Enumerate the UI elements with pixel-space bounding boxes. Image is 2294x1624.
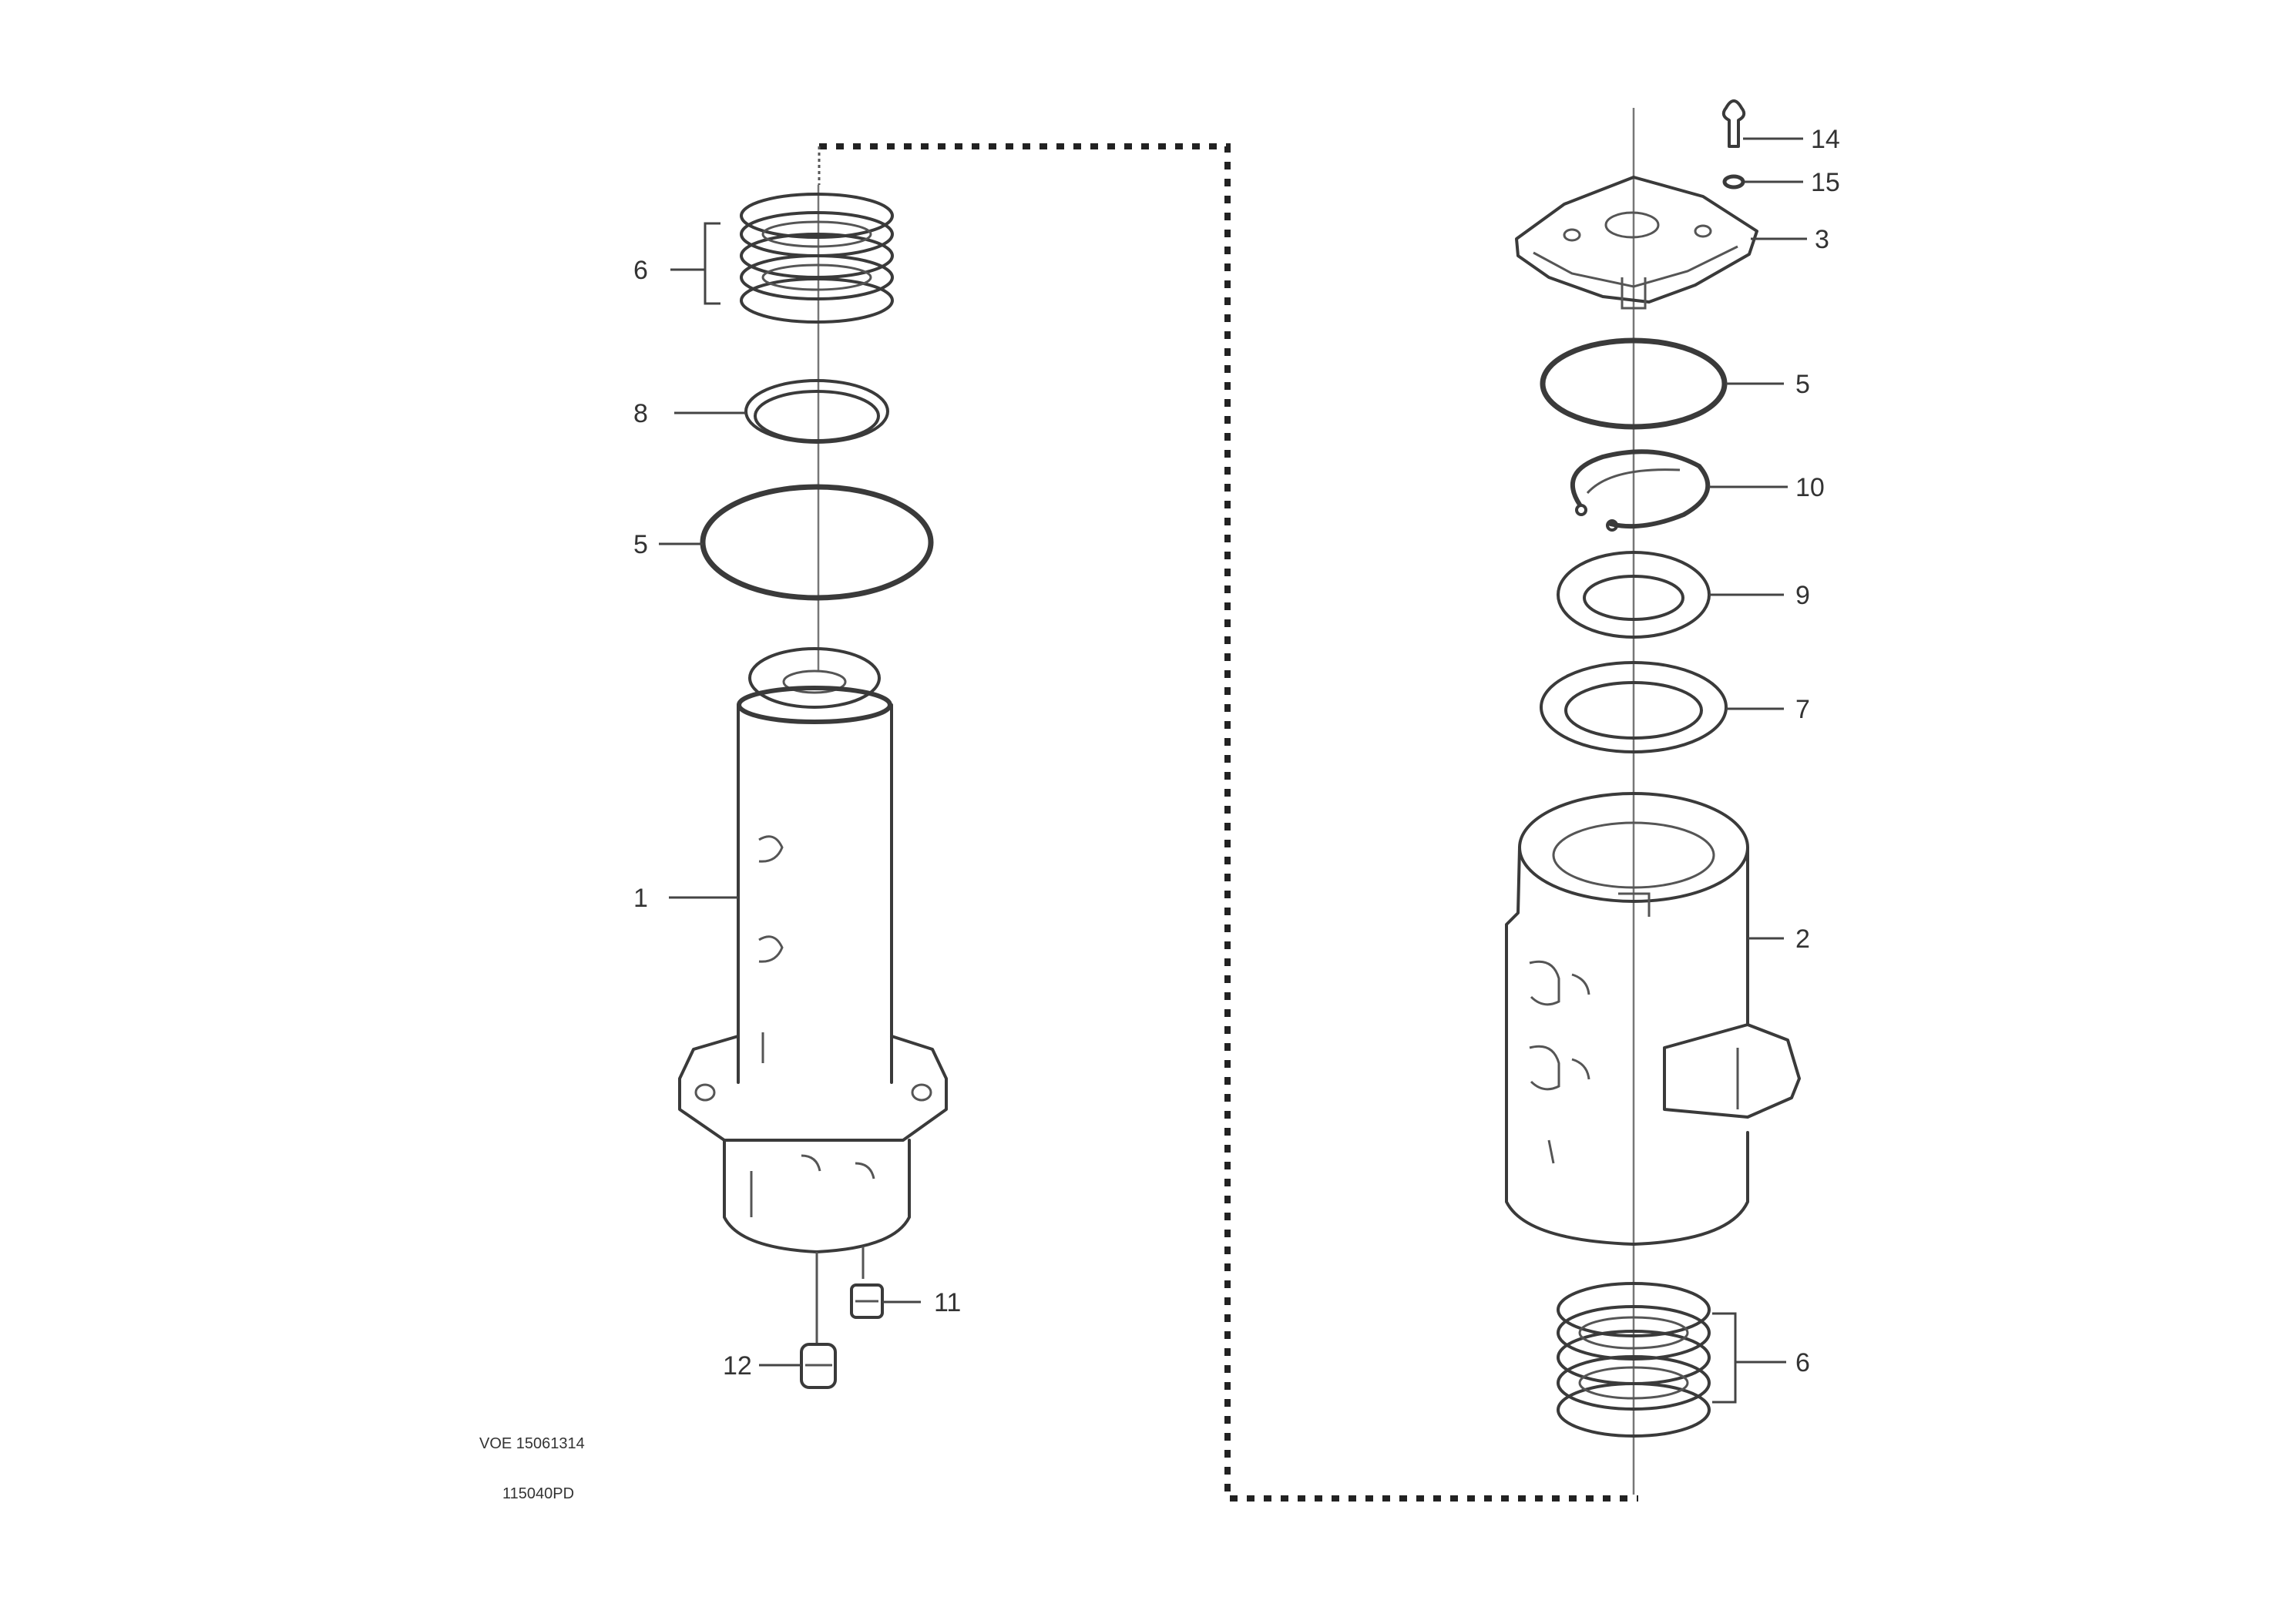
callout-right-3: 3	[1815, 225, 1829, 254]
callout-right-10: 10	[1795, 473, 1825, 502]
callout-left-6: 6	[633, 256, 648, 285]
callout-right-2: 2	[1795, 924, 1810, 954]
left-oring	[700, 484, 934, 601]
callout-left-1: 1	[633, 884, 648, 913]
callout-left-12: 12	[723, 1351, 752, 1381]
left-seal-bracket	[704, 222, 720, 305]
right-washer-15	[1722, 174, 1745, 190]
callout-left-5: 5	[633, 530, 648, 559]
right-housing	[1505, 792, 1801, 1246]
left-plug-12	[800, 1343, 837, 1389]
right-ring-7	[1540, 661, 1728, 753]
right-oring	[1540, 337, 1728, 430]
callout-right-6: 6	[1795, 1348, 1810, 1377]
left-ring-8	[744, 379, 889, 444]
callout-right-15: 15	[1811, 168, 1840, 197]
callout-right-5: 5	[1795, 370, 1810, 399]
callout-right-14: 14	[1811, 125, 1840, 154]
callout-left-8: 8	[633, 399, 648, 428]
callout-right-7: 7	[1795, 695, 1810, 724]
callout-right-9: 9	[1795, 581, 1810, 610]
reference-line-3: 115040PD	[502, 1485, 574, 1502]
left-plug-11	[850, 1283, 884, 1319]
right-seal-stack	[1557, 1282, 1711, 1438]
right-seal-bracket	[1712, 1312, 1737, 1404]
left-seal-stack	[740, 193, 894, 324]
reference-line-1: VOE 15061314	[479, 1435, 585, 1452]
right-bolt-14	[1721, 99, 1746, 148]
connection-dotted-line	[819, 143, 1638, 1502]
callout-left-11: 11	[934, 1288, 961, 1317]
left-shaft	[678, 647, 948, 1344]
right-snapring-10	[1570, 449, 1711, 532]
right-cover	[1515, 176, 1758, 310]
